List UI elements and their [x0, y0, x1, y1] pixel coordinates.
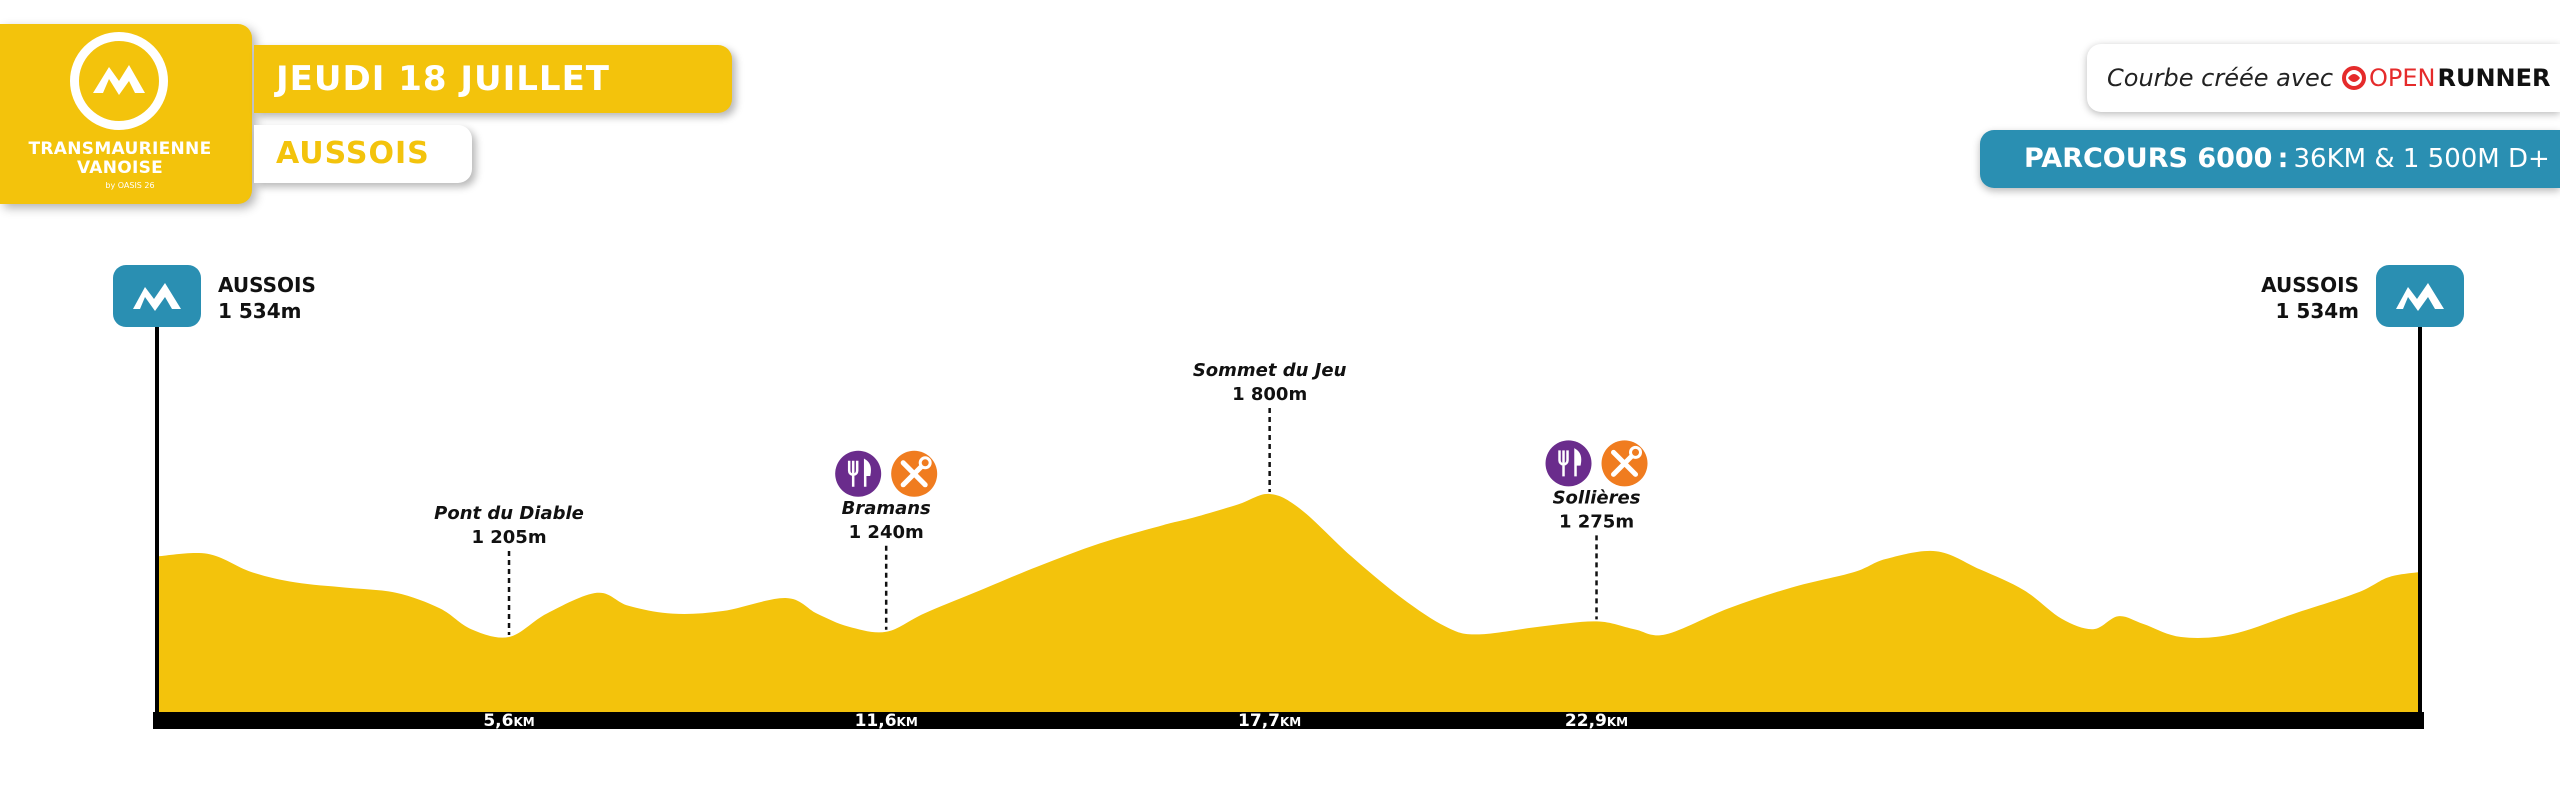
point-altitude-3: 1 800m: [1232, 384, 1307, 405]
logo-circle: [70, 32, 168, 130]
point-name-1: Pont du Diable: [434, 503, 584, 524]
point-name-0: AUSSOIS: [218, 273, 316, 297]
finish-marker: [2376, 265, 2464, 327]
point-altitude-4: 1 275m: [1559, 511, 1634, 532]
logo-name-line1: TRANSMAURIENNE: [28, 139, 212, 159]
date-banner: JEUDI 18 JUILLET: [254, 45, 732, 113]
elevation-profile-area: [157, 493, 2420, 712]
ravito-icon-2-knife: [863, 458, 871, 487]
parcours-banner: PARCOURS 6000 : 36KM & 1 500M D+: [1980, 130, 2560, 188]
brand-runner: RUNNER: [2437, 64, 2551, 92]
parcours-separator: :: [2277, 143, 2289, 174]
mountain-icon: [2396, 283, 2444, 311]
credit-text: Courbe créée avec: [2107, 64, 2334, 92]
point-name-5: AUSSOIS: [2261, 273, 2359, 297]
point-altitude-2: 1 240m: [849, 522, 924, 543]
distance-axis-bar: [153, 712, 2424, 729]
openrunner-icon: [2342, 66, 2367, 90]
ravito-icon-2-bg: [835, 450, 882, 497]
ravito-icon-4-knife: [1574, 448, 1582, 477]
mechanic-icon-4-screwdriver: [1611, 449, 1639, 477]
ravito-icon-4-bg: [1545, 440, 1592, 487]
ravito-icon-2-fork: [847, 460, 859, 487]
tick-label-3: 22,9KM: [1565, 711, 1628, 731]
mechanic-icon-4-wrench-head: [1629, 445, 1643, 459]
event-logo: TRANSMAURIENNE VANOISE by OASIS 26: [0, 24, 252, 204]
point-altitude-0: 1 534m: [218, 299, 301, 323]
parcours-detail: 36KM & 1 500M D+: [2293, 144, 2550, 174]
mechanic-icon-2-screwdriver: [900, 460, 928, 488]
tick-label-1: 11,6KM: [855, 711, 918, 731]
point-altitude-5: 1 534m: [2276, 299, 2359, 323]
mechanic-icon-2-wrench-head: [918, 456, 932, 470]
logo-name-line2: VANOISE: [76, 158, 164, 178]
point-name-2: Bramans: [842, 498, 931, 519]
logo-tagline: by OASIS 26: [105, 181, 155, 190]
tick-label-2: 17,7KM: [1238, 711, 1301, 731]
place-banner: AUSSOIS: [254, 125, 472, 183]
start-marker: [113, 265, 201, 327]
brand-open: OPEN: [2369, 64, 2436, 92]
parcours-name: PARCOURS 6000: [2024, 143, 2273, 174]
tick-label-0: 5,6KM: [483, 711, 534, 731]
ravito-icon-4-fork: [1558, 450, 1569, 477]
point-name-4: Sollières: [1553, 487, 1641, 508]
mountain-icon: [93, 65, 145, 95]
point-name-3: Sommet du Jeu: [1193, 360, 1347, 381]
mountain-icon: [133, 283, 181, 311]
point-altitude-1: 1 205m: [471, 527, 546, 548]
